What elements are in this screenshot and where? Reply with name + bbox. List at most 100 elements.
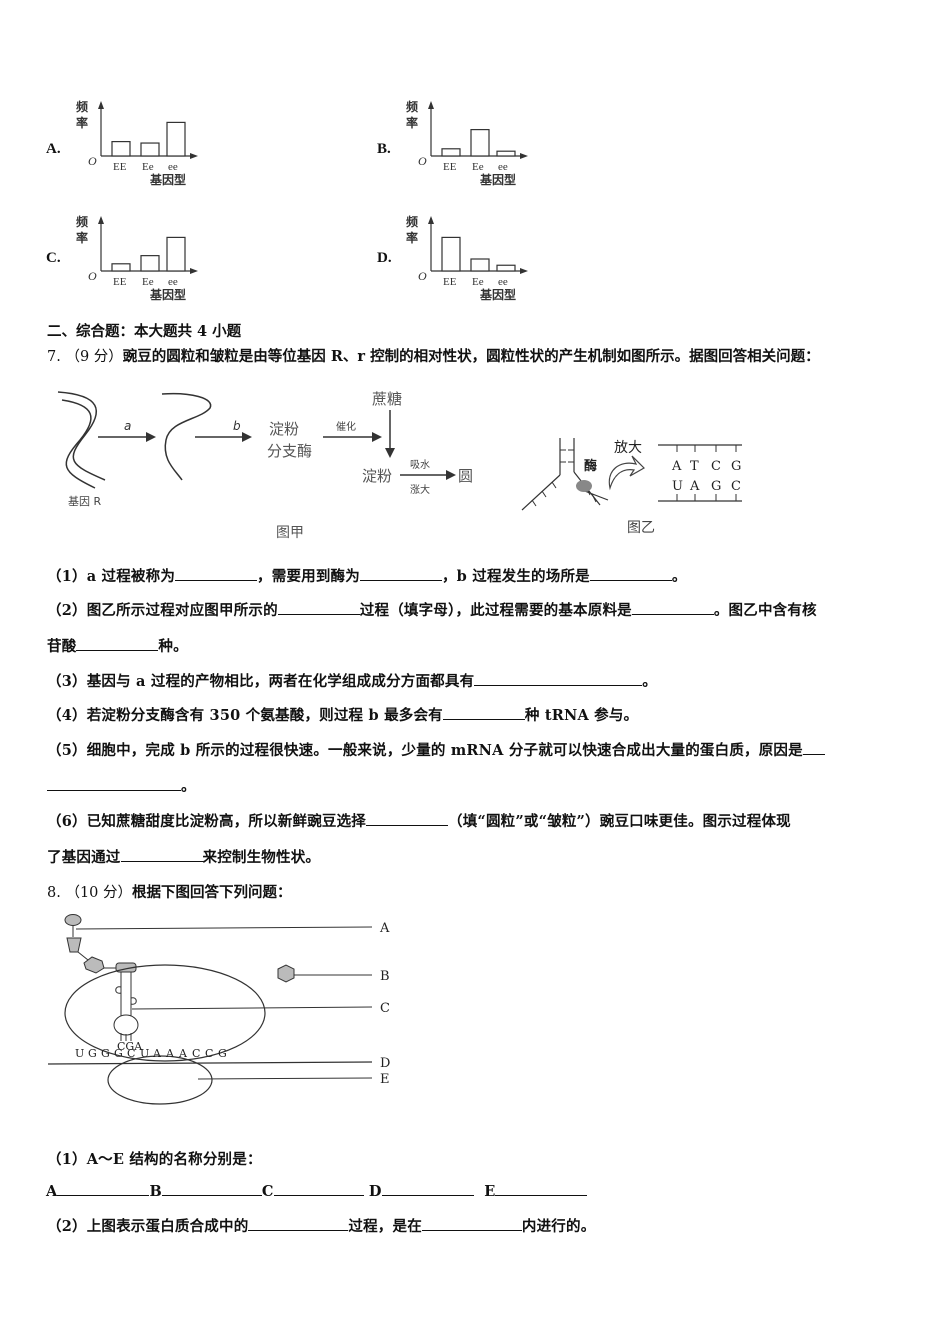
q7-sub6-blank2[interactable] (120, 847, 203, 862)
svg-text:基因型: 基因型 (479, 172, 516, 187)
answer-c-blank[interactable] (273, 1181, 364, 1196)
round-label: 圆 (458, 467, 473, 485)
svg-text:Ee: Ee (472, 276, 484, 288)
enzyme-line1: 淀粉 (269, 420, 299, 438)
q7-sub6-text3: 了基因通过 (47, 849, 121, 866)
svg-text:C: C (192, 1047, 200, 1060)
answer-e-label: E (484, 1183, 496, 1200)
figure-jia: 基因 R a b 淀粉 分支酶 催化 蔗糖 淀粉 吸水 涨大 圆 图甲 (40, 380, 500, 550)
q7-sub6-blank1[interactable] (366, 811, 448, 826)
dna-base-3: C (711, 459, 721, 474)
svg-text:O: O (88, 269, 97, 283)
q7-sub5-text1: （5）细胞中，完成 b 所示的过程很快速。一般来说，少量的 mRNA 分子就可以… (47, 742, 803, 759)
option-b-chart: 频率 O 基因型 EE Ee ee (400, 95, 540, 190)
answer-a-label: A (46, 1183, 58, 1200)
svg-text:基因型: 基因型 (149, 287, 186, 302)
q8-stem-text: 根据下图回答下列问题： (132, 884, 292, 901)
label-e: E (380, 1072, 390, 1087)
svg-text:G: G (114, 1047, 123, 1060)
q7-sub2-blank2[interactable] (631, 600, 714, 615)
svg-text:频: 频 (76, 99, 88, 114)
q7-sub1-blank3[interactable] (589, 566, 672, 581)
q7-sub5-blank1-cont[interactable] (47, 776, 181, 791)
amino-acid-1 (64, 914, 82, 926)
ribosome-large (64, 964, 266, 1062)
q7-sub2-cont: 苷酸种。 (47, 635, 188, 656)
svg-text:基因型: 基因型 (149, 172, 186, 187)
q7-sub4-text2: 种 tRNA 参与。 (524, 707, 639, 724)
enzyme-blob (576, 480, 592, 492)
answer-e-blank[interactable] (495, 1181, 588, 1196)
svg-text:率: 率 (406, 230, 418, 245)
label-c: C (380, 1001, 390, 1016)
q7-sub2-blank3[interactable] (76, 636, 159, 651)
q7-sub1-blank1[interactable] (175, 566, 258, 581)
q7-stem-text: 豌豆的圆粒和皱粒是由等位基因 R、r 控制的相对性状，圆粒性状的产生机制如图所示… (122, 348, 820, 365)
q7-sub3-text2: 。 (642, 673, 657, 690)
svg-text:O: O (418, 154, 427, 168)
option-c-label: C. (46, 250, 61, 266)
answer-c-label: C (261, 1183, 274, 1200)
answer-b-blank[interactable] (161, 1181, 262, 1196)
q7-sub4-blank1[interactable] (442, 705, 525, 720)
answer-d-label: D (368, 1183, 382, 1200)
svg-text:基因型: 基因型 (479, 287, 516, 302)
q7-sub6-text2: （填“圆粒”或“皱粒”）豌豆口味更佳。图示过程体现 (448, 813, 791, 830)
svg-text:频: 频 (76, 214, 88, 229)
svg-text:Ee: Ee (142, 161, 154, 173)
answer-d-blank[interactable] (381, 1181, 474, 1196)
svg-text:Ee: Ee (472, 161, 484, 173)
svg-text:ee: ee (498, 161, 508, 173)
q7-sub1: （1）a 过程被称为，需要用到酶为，b 过程发生的场所是。 (47, 565, 687, 586)
figure-yi: 酶 放大 A T C G U A G C 图乙 (510, 420, 760, 545)
figure-yi-caption: 图乙 (627, 520, 655, 536)
rna-base-4: C (731, 479, 741, 494)
q8-sub1-text: （1）A～E 结构的名称分别是： (47, 1151, 262, 1168)
svg-text:ee: ee (168, 161, 178, 173)
q7-sub1-blank2[interactable] (359, 566, 442, 581)
svg-text:A: A (165, 1047, 175, 1060)
q7-sub4: （4）若淀粉分支酶含有 350 个氨基酸，则过程 b 最多会有种 tRNA 参与… (47, 704, 638, 725)
svg-text:率: 率 (76, 230, 88, 245)
svg-text:EE: EE (113, 161, 127, 173)
starch-label: 淀粉 (362, 467, 392, 485)
ribosome-small (107, 1055, 213, 1105)
svg-text:率: 率 (406, 115, 418, 130)
option-a-label: A. (46, 141, 61, 157)
label-a: A (379, 921, 390, 936)
q7-stem: 7. （9 分）豌豆的圆粒和皱粒是由等位基因 R、r 控制的相对性状，圆粒性状的… (47, 345, 820, 366)
q7-sub5-text2: 。 (181, 778, 196, 795)
svg-text:Ee: Ee (142, 276, 154, 288)
svg-text:EE: EE (113, 276, 127, 288)
answer-a-blank[interactable] (57, 1181, 150, 1196)
svg-text:G: G (101, 1047, 110, 1060)
q8-sub2-blank1[interactable] (248, 1216, 349, 1231)
q8-sub1: （1）A～E 结构的名称分别是： (47, 1148, 262, 1169)
svg-text:EE: EE (443, 161, 457, 173)
svg-text:频: 频 (406, 99, 418, 114)
q8-number: 8. (47, 885, 61, 901)
catalyze-label: 催化 (336, 420, 356, 433)
q8-sub2-text2: 过程，是在 (348, 1218, 422, 1235)
q7-sub6-cont: 了基因通过来控制生物性状。 (47, 846, 320, 867)
svg-text:G: G (88, 1047, 97, 1060)
figure-translation: A CGA C B D U G G G C U A A A (40, 905, 410, 1115)
enzyme-label: 酶 (584, 458, 597, 474)
option-d-label: D. (377, 250, 392, 266)
svg-text:ee: ee (168, 276, 178, 288)
q7-sub2-text1: （2）图乙所示过程对应图甲所示的 (47, 602, 278, 619)
anticodon-label: CGA (117, 1040, 143, 1053)
q7-sub6: （6）已知蔗糖甜度比淀粉高，所以新鲜豌豆选择（填“圆粒”或“皱粒”）豌豆口味更佳… (47, 810, 791, 831)
section-title: 二、综合题：本大题共 4 小题 (47, 323, 242, 340)
q8-sub2-blank2[interactable] (421, 1216, 522, 1231)
svg-text:A: A (178, 1047, 188, 1060)
rna-base-1: U (672, 479, 683, 494)
q8-sub2-text3: 内进行的。 (521, 1218, 596, 1235)
svg-text:C: C (127, 1047, 135, 1060)
q7-sub3-blank1[interactable] (474, 671, 643, 686)
q7-sub5-blank1[interactable] (802, 740, 825, 755)
q7-sub2-blank1[interactable] (277, 600, 360, 615)
figure-jia-caption: 图甲 (276, 525, 304, 541)
svg-text:A: A (152, 1047, 162, 1060)
